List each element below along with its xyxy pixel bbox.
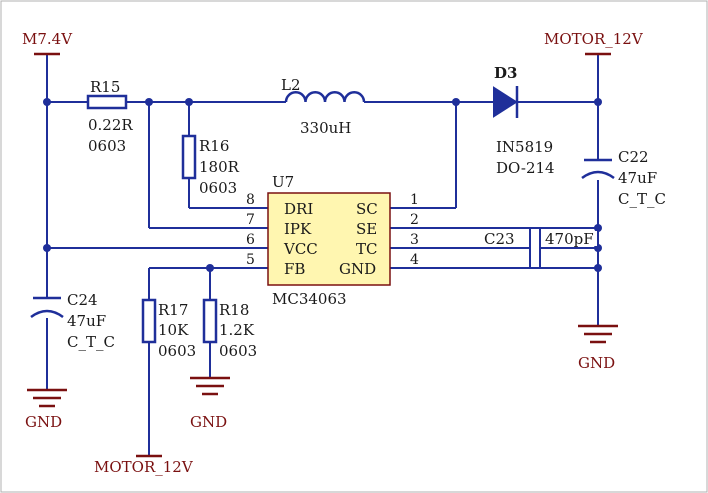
u7-part: MC34063 bbox=[272, 290, 347, 308]
r15-ref: R15 bbox=[90, 78, 120, 96]
u7-pin-8-number: 8 bbox=[246, 192, 255, 208]
u7-pin-1: 1 SC bbox=[356, 192, 419, 218]
r18-ref: R18 bbox=[219, 301, 249, 319]
gnd-symbol-c24: GND bbox=[25, 388, 67, 431]
gnd-label-r18: GND bbox=[190, 413, 227, 431]
resistor-r18: R18 1.2K 0603 bbox=[202, 298, 257, 360]
r17-package: 0603 bbox=[158, 342, 196, 360]
u7-pin-7-name: IPK bbox=[284, 220, 312, 238]
u7-pin-4: 4 GND bbox=[339, 252, 419, 278]
l2-value: 330uH bbox=[300, 119, 351, 137]
resistor-r16: R16 180R 0603 bbox=[181, 134, 240, 197]
c23-ref: C23 bbox=[484, 230, 515, 248]
c22-value: 47uF bbox=[618, 169, 657, 187]
u7-pin-6: 6 VCC bbox=[246, 232, 318, 258]
u7-pin-1-name: SC bbox=[356, 200, 378, 218]
u7-pin-2-number: 2 bbox=[410, 212, 419, 228]
wires bbox=[46, 54, 599, 456]
c23-value: 470pF bbox=[545, 230, 594, 248]
net-label-motor-top: MOTOR_12V bbox=[544, 30, 644, 48]
u7-pin-3-name: TC bbox=[356, 240, 377, 258]
u7-pin-7: 7 IPK bbox=[246, 212, 312, 238]
u7-pin-8: 8 DRI bbox=[246, 192, 313, 218]
net-m74v: M7.4V bbox=[22, 30, 73, 56]
gnd-symbol-right: GND bbox=[578, 324, 618, 372]
d3-value: IN5819 bbox=[496, 138, 553, 156]
u7-pin-4-number: 4 bbox=[410, 252, 419, 268]
u7-pin-3-number: 3 bbox=[410, 232, 419, 248]
u7-pin-5-number: 5 bbox=[246, 252, 255, 268]
diode-d3: D3 IN5819 DO-214 bbox=[493, 64, 555, 177]
r16-package: 0603 bbox=[199, 179, 237, 197]
c24-value: 47uF bbox=[67, 312, 106, 330]
resistor-r17: R17 10K 0603 bbox=[141, 298, 196, 360]
r15-package: 0603 bbox=[88, 137, 126, 155]
net-label-m74v: M7.4V bbox=[22, 30, 73, 48]
u7-pin-2-name: SE bbox=[356, 220, 377, 238]
c24-package: C_T_C bbox=[67, 333, 115, 351]
c22-package: C_T_C bbox=[618, 190, 666, 208]
u7-pin-5: 5 FB bbox=[246, 252, 305, 278]
gnd-label-right: GND bbox=[578, 354, 615, 372]
d3-ref: D3 bbox=[494, 64, 517, 82]
r15-value: 0.22R bbox=[88, 116, 133, 134]
u7-pin-6-name: VCC bbox=[283, 240, 318, 258]
capacitor-c22: C22 47uF C_T_C bbox=[581, 148, 666, 208]
d3-package: DO-214 bbox=[496, 159, 555, 177]
gnd-label-c24: GND bbox=[25, 413, 62, 431]
junction-dots bbox=[43, 98, 602, 272]
capacitor-c23: C23 470pF bbox=[484, 230, 597, 248]
u7-ref: U7 bbox=[272, 173, 294, 191]
net-label-motor-bottom: MOTOR_12V bbox=[94, 458, 194, 476]
r18-package: 0603 bbox=[219, 342, 257, 360]
u7-pin-5-name: FB bbox=[284, 260, 305, 278]
inductor-l2: L2 330uH bbox=[281, 76, 366, 137]
u7-pin-7-number: 7 bbox=[246, 212, 255, 228]
r16-ref: R16 bbox=[199, 137, 229, 155]
u7-pin-6-number: 6 bbox=[246, 232, 255, 248]
ic-u7: U7 MC34063 8 DRI 7 IPK 6 VCC 5 FB 1 SC 2… bbox=[246, 173, 419, 308]
resistor-r15: R15 0.22R 0603 bbox=[86, 78, 133, 155]
c24-ref: C24 bbox=[67, 291, 98, 309]
u7-pin-1-number: 1 bbox=[410, 192, 419, 208]
r16-value: 180R bbox=[199, 158, 240, 176]
net-motor-top: MOTOR_12V bbox=[544, 30, 644, 56]
c22-ref: C22 bbox=[618, 148, 649, 166]
r18-value: 1.2K bbox=[219, 321, 255, 339]
u7-pin-8-name: DRI bbox=[284, 200, 313, 218]
gnd-symbol-r18: GND bbox=[190, 376, 230, 431]
u7-pin-2: 2 SE bbox=[356, 212, 419, 238]
capacitor-c24: C24 47uF C_T_C bbox=[30, 291, 115, 351]
r17-ref: R17 bbox=[158, 301, 188, 319]
net-motor-bottom: MOTOR_12V bbox=[94, 454, 194, 476]
u7-pin-3: 3 TC bbox=[356, 232, 419, 258]
r17-value: 10K bbox=[158, 321, 189, 339]
ic-u7-body bbox=[267, 192, 391, 286]
l2-ref: L2 bbox=[281, 76, 301, 94]
u7-pin-4-name: GND bbox=[339, 260, 376, 278]
